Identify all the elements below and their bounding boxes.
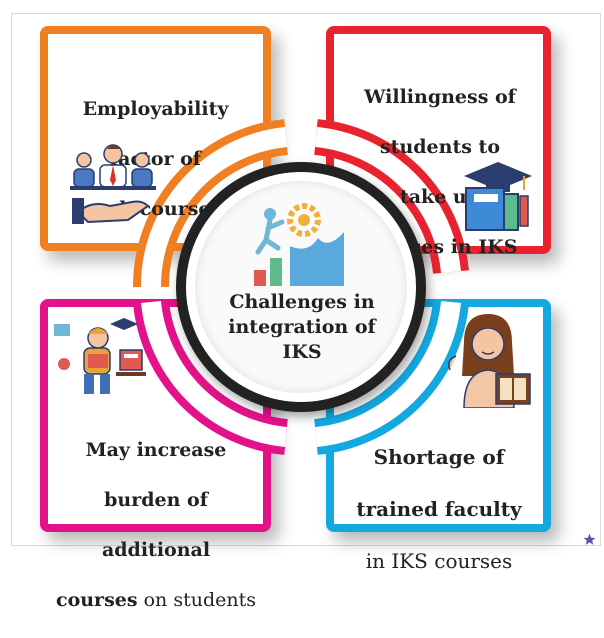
arc-top-right-fill bbox=[314, 127, 461, 274]
teacher-with-book-icon bbox=[448, 314, 531, 408]
growth-gear-icon bbox=[254, 203, 344, 286]
willingness-line-2: students to bbox=[379, 136, 500, 158]
burden-line-2: burden of bbox=[104, 489, 208, 511]
faculty-text: Shortage of trained faculty in IKS cours… bbox=[336, 418, 542, 600]
burden-line-4-rest: on students bbox=[137, 589, 256, 611]
burden-line-4-bold: courses bbox=[56, 589, 138, 611]
arc-bottom-right-fill bbox=[314, 300, 461, 447]
reading-student-icon bbox=[54, 318, 146, 394]
center-label: Challenges in integration of IKS bbox=[202, 290, 402, 365]
center-label-line-2: integration of bbox=[228, 316, 376, 338]
faculty-line-3: in IKS courses bbox=[365, 549, 513, 573]
burden-line-3: additional bbox=[101, 539, 211, 561]
graduation-books-icon bbox=[464, 162, 532, 231]
burden-line-1: May increase bbox=[85, 439, 227, 461]
center-label-line-1: Challenges in bbox=[229, 291, 375, 313]
burden-text: May increase burden of additional course… bbox=[50, 413, 262, 638]
arc-bottom-left-fill bbox=[141, 300, 288, 447]
employability-line-1: Employability bbox=[82, 98, 229, 120]
arc-top-left-fill bbox=[140, 127, 288, 288]
center-label-line-3: IKS bbox=[282, 341, 322, 363]
faculty-line-1: Shortage of bbox=[373, 445, 505, 469]
handshake-people-icon bbox=[70, 144, 156, 224]
willingness-line-1: Willingness of bbox=[364, 86, 516, 108]
faculty-line-2: trained faculty bbox=[356, 497, 522, 521]
diagram-frame bbox=[11, 13, 601, 546]
star-icon bbox=[583, 533, 596, 545]
quadrant-arcs bbox=[132, 119, 469, 455]
burden-line-4: courses on students bbox=[50, 588, 262, 613]
